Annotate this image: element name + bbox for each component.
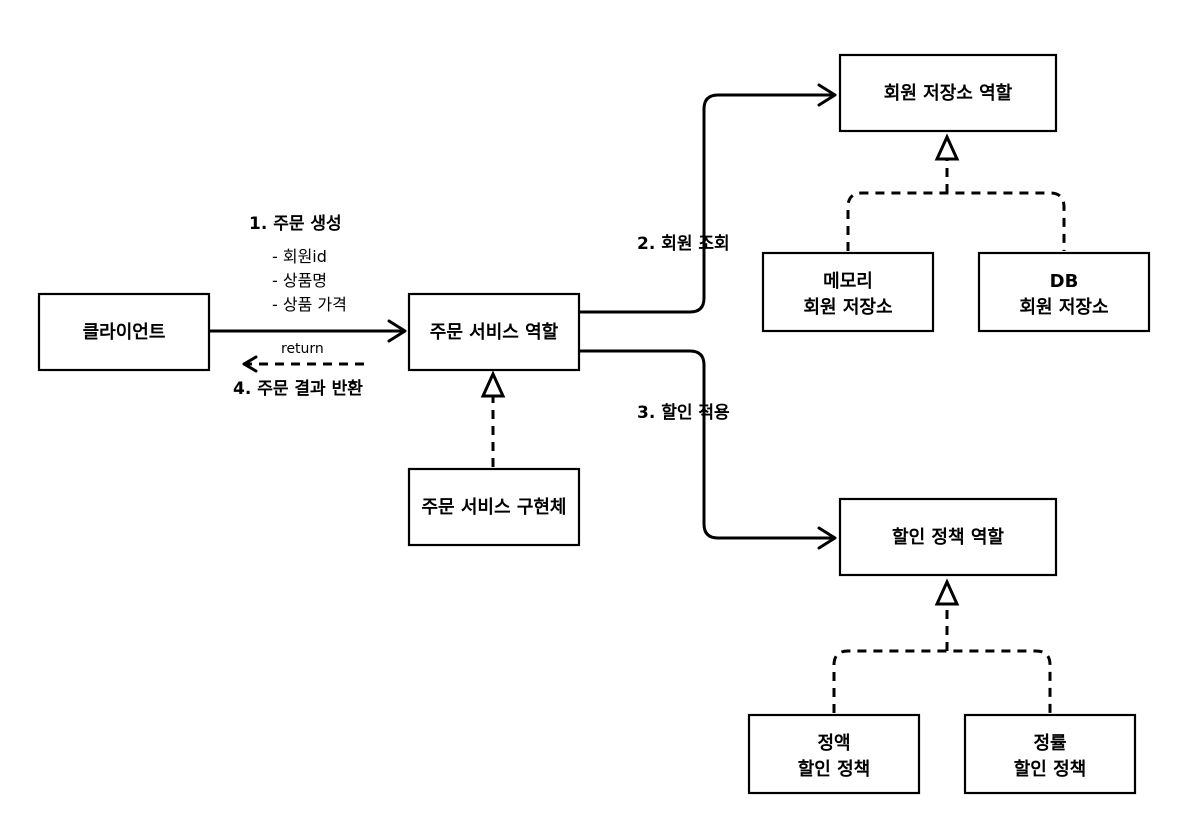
member-repo-role-box: 회원 저장소 역할: [838, 53, 1058, 133]
rate-discount-line1: 정률: [1033, 733, 1066, 754]
fixed-discount-line1: 정액: [817, 733, 850, 754]
member-repo-realization: [846, 133, 1066, 251]
lookup-member-arrow: [579, 83, 837, 314]
rate-discount-box: 정률 할인 정책: [963, 713, 1137, 795]
memory-repo-line2: 회원 저장소: [803, 297, 892, 318]
order-service-impl-label: 주문 서비스 구현체: [421, 497, 566, 518]
rate-discount-line2: 할인 정책: [1014, 758, 1087, 780]
order-impl-realization: [480, 370, 506, 467]
db-repo-box: DB 회원 저장소: [977, 251, 1151, 333]
order-service-impl-box: 주문 서비스 구현체: [407, 467, 581, 547]
memory-repo-line1: 메모리: [823, 271, 873, 292]
discount-policy-realization: [832, 578, 1052, 713]
memory-repo-box: 메모리 회원 저장소: [761, 251, 935, 333]
db-repo-line2: 회원 저장소: [1019, 297, 1108, 318]
discount-policy-role-box: 할인 정책 역할: [838, 497, 1058, 577]
order-service-role-label: 주문 서비스 역할: [430, 321, 559, 343]
return-small-label: return: [281, 341, 324, 357]
fixed-discount-line2: 할인 정책: [798, 758, 871, 780]
create-order-param-3: - 상품 가격: [272, 295, 347, 314]
order-service-role-box: 주문 서비스 역할: [407, 292, 581, 372]
return-result-label: 4. 주문 결과 반환: [233, 379, 363, 399]
discount-policy-role-label: 할인 정책 역할: [892, 526, 1004, 548]
create-order-param-2: - 상품명: [272, 271, 327, 290]
create-order-param-1: - 회원id: [272, 247, 327, 266]
return-arrow: [242, 355, 364, 373]
client-box: 클라이언트: [37, 292, 211, 372]
fixed-discount-box: 정액 할인 정책: [747, 713, 921, 795]
lookup-member-label: 2. 회원 조회: [637, 234, 730, 254]
apply-discount-arrow: [579, 349, 837, 550]
create-order-arrow: [209, 319, 407, 343]
db-repo-line1: DB: [1050, 271, 1079, 292]
member-repo-role-label: 회원 저장소 역할: [884, 82, 1013, 104]
apply-discount-label: 3. 할인 적용: [637, 403, 730, 423]
create-order-title: 1. 주문 생성: [249, 214, 342, 234]
client-label: 클라이언트: [83, 322, 166, 343]
